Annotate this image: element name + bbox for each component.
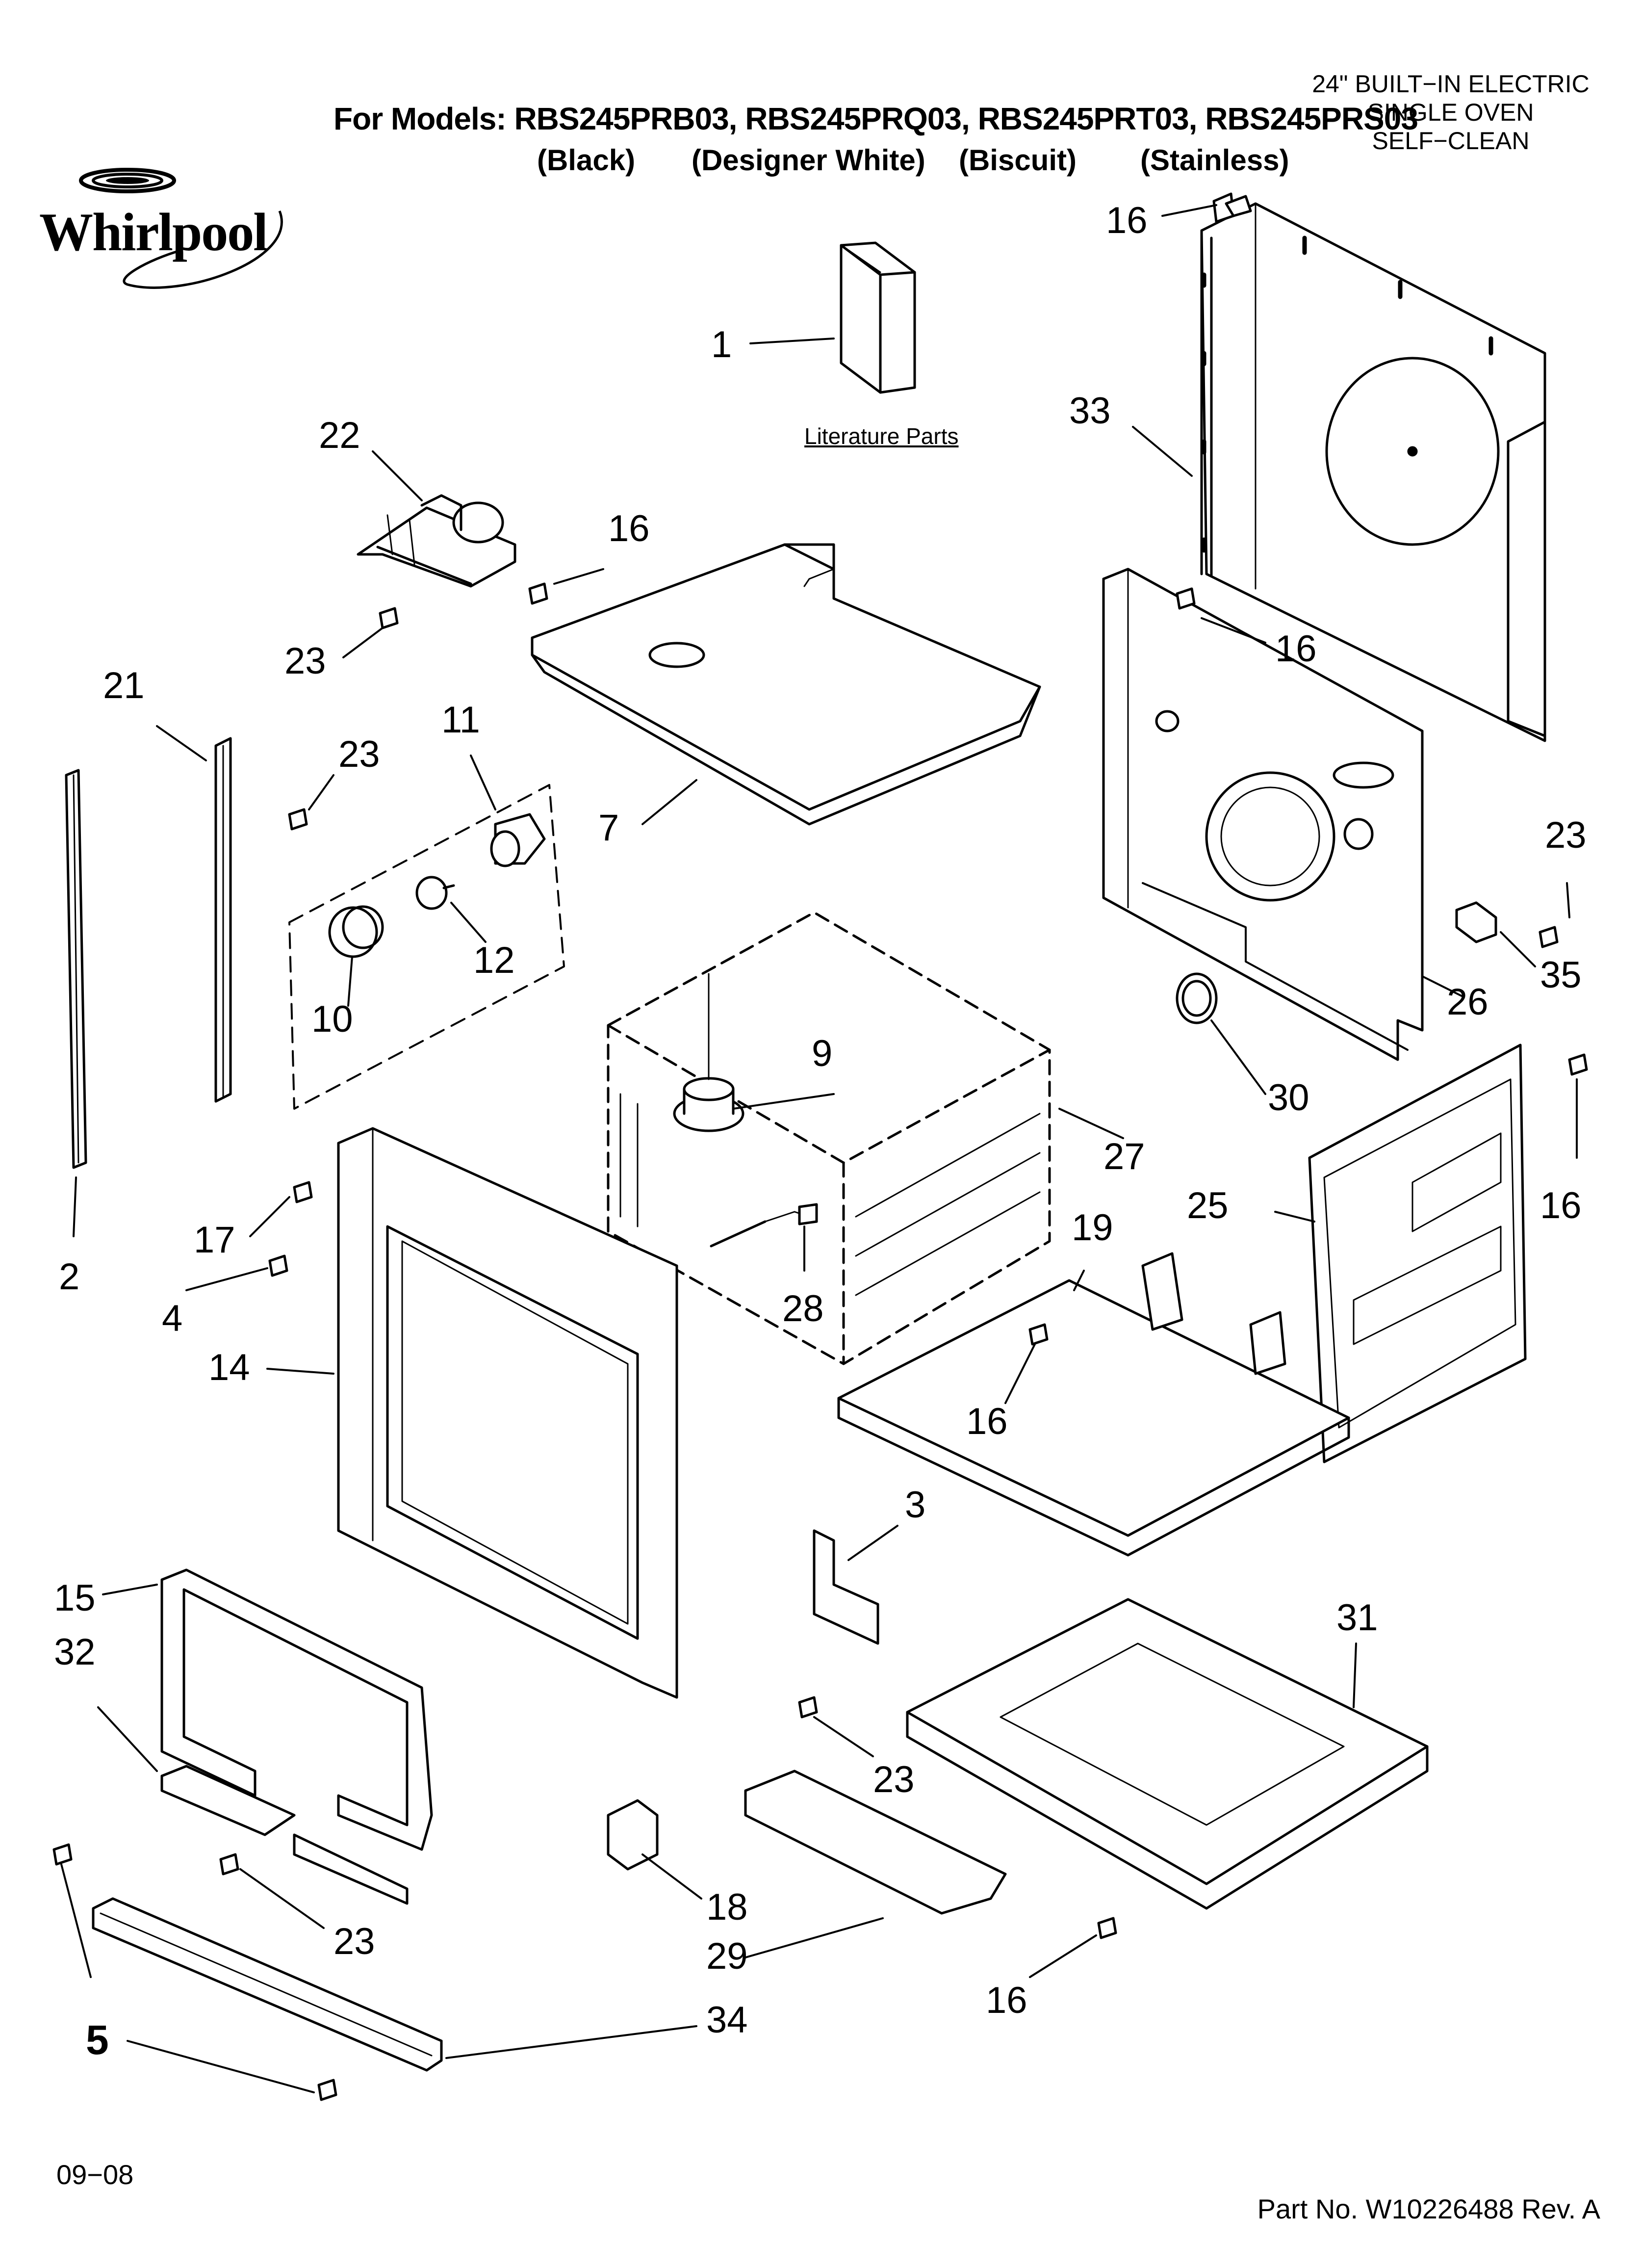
callout-30: 30 (1268, 1077, 1309, 1119)
lamp-lens (328, 905, 384, 958)
callout-7: 7 (598, 807, 619, 849)
product-type-line-2: SINGLE OVEN (1367, 99, 1534, 126)
lamp-assembly-box (288, 784, 565, 1110)
callout-35: 35 (1540, 954, 1582, 996)
rear-panel (1200, 192, 1546, 742)
color-designer-white: (Designer White) (692, 144, 925, 177)
callout-31: 31 (1336, 1597, 1378, 1639)
callout-17: 17 (194, 1219, 235, 1261)
side-panel (1308, 1043, 1527, 1463)
callout-21: 21 (103, 665, 145, 706)
part-number: Part No. W10226488 Rev. A (1257, 2193, 1600, 2224)
bottom-tray (906, 1598, 1429, 1910)
oven-sensor (710, 1203, 818, 1248)
brand-logo-text: Whirlpool (39, 202, 268, 262)
lamp-socket (490, 813, 546, 867)
callout-27: 27 (1103, 1136, 1145, 1177)
door-insulation (160, 1765, 409, 1905)
callout-5: 5 (86, 2017, 109, 2063)
literature-parts-label: Literature Parts (804, 423, 959, 449)
callout-33: 33 (1069, 390, 1111, 432)
thermal-cutout (1176, 972, 1218, 1024)
lamp-bulb (415, 876, 455, 910)
callout-16: 16 (1275, 628, 1317, 670)
callout-26: 26 (1447, 981, 1488, 1023)
mounting-bracket (813, 1529, 879, 1645)
callout-23: 23 (873, 1759, 915, 1800)
callout-23: 23 (334, 1921, 375, 1962)
product-type-line-3: SELF−CLEAN (1372, 127, 1530, 155)
literature-parts (840, 241, 916, 394)
callout-1: 1 (711, 324, 732, 365)
callout-32: 32 (54, 1631, 96, 1673)
color-biscuit: (Biscuit) (959, 144, 1077, 177)
callout-28: 28 (782, 1288, 824, 1330)
callout-14: 14 (208, 1347, 250, 1388)
callout-16: 16 (1106, 200, 1148, 241)
callout-10: 10 (311, 998, 353, 1040)
oven-cavity (607, 911, 1051, 1365)
retainer-clip (607, 1799, 659, 1871)
callout-16: 16 (986, 1980, 1027, 2021)
callout-4: 4 (162, 1298, 183, 1339)
leader-lines (60, 204, 1578, 2093)
callout-29: 29 (706, 1935, 748, 1977)
oven-top-panel (531, 543, 1041, 826)
vent-trim (744, 1770, 1007, 1915)
callout-2: 2 (59, 1256, 80, 1298)
models-line: For Models: RBS245PRB03, RBS245PRQ03, RB… (334, 101, 1418, 136)
small-bracket (1455, 901, 1497, 943)
front-frame (337, 1127, 678, 1699)
callout-18: 18 (706, 1886, 748, 1928)
callout-34: 34 (706, 1999, 748, 2041)
oven-cavity-rails (619, 1093, 1041, 1296)
callout-23: 23 (338, 733, 380, 775)
callout-15: 15 (54, 1577, 96, 1619)
callout-16: 16 (608, 508, 650, 549)
oven-bottom-panel (837, 1252, 1350, 1557)
screws (52, 195, 1588, 2101)
door-lock-assembly (357, 494, 516, 588)
callout-12: 12 (473, 939, 515, 981)
side-trim-strip (65, 769, 87, 1169)
color-stainless: (Stainless) (1140, 144, 1289, 177)
callout-19: 19 (1072, 1207, 1113, 1249)
callout-9: 9 (812, 1033, 833, 1074)
product-type-line-1: 24" BUILT−IN ELECTRIC (1312, 70, 1590, 98)
callout-23: 23 (284, 640, 326, 682)
side-trim (214, 737, 232, 1103)
convection-fan-motor (673, 973, 744, 1132)
color-black: (Black) (537, 144, 636, 177)
callout-11: 11 (441, 699, 480, 741)
product-type: 24" BUILT−IN ELECTRIC SINGLE OVEN SELF−C… (1294, 70, 1608, 155)
callout-16: 16 (1540, 1185, 1582, 1226)
callout-22: 22 (319, 415, 360, 456)
callout-25: 25 (1187, 1185, 1229, 1226)
brand-logo (79, 168, 283, 289)
revision-date: 09−08 (56, 2159, 134, 2190)
toe-kick (92, 1897, 443, 2072)
callout-3: 3 (905, 1484, 926, 1526)
callout-16: 16 (966, 1401, 1008, 1442)
callout-23: 23 (1545, 814, 1587, 856)
door-gasket (160, 1568, 433, 1851)
